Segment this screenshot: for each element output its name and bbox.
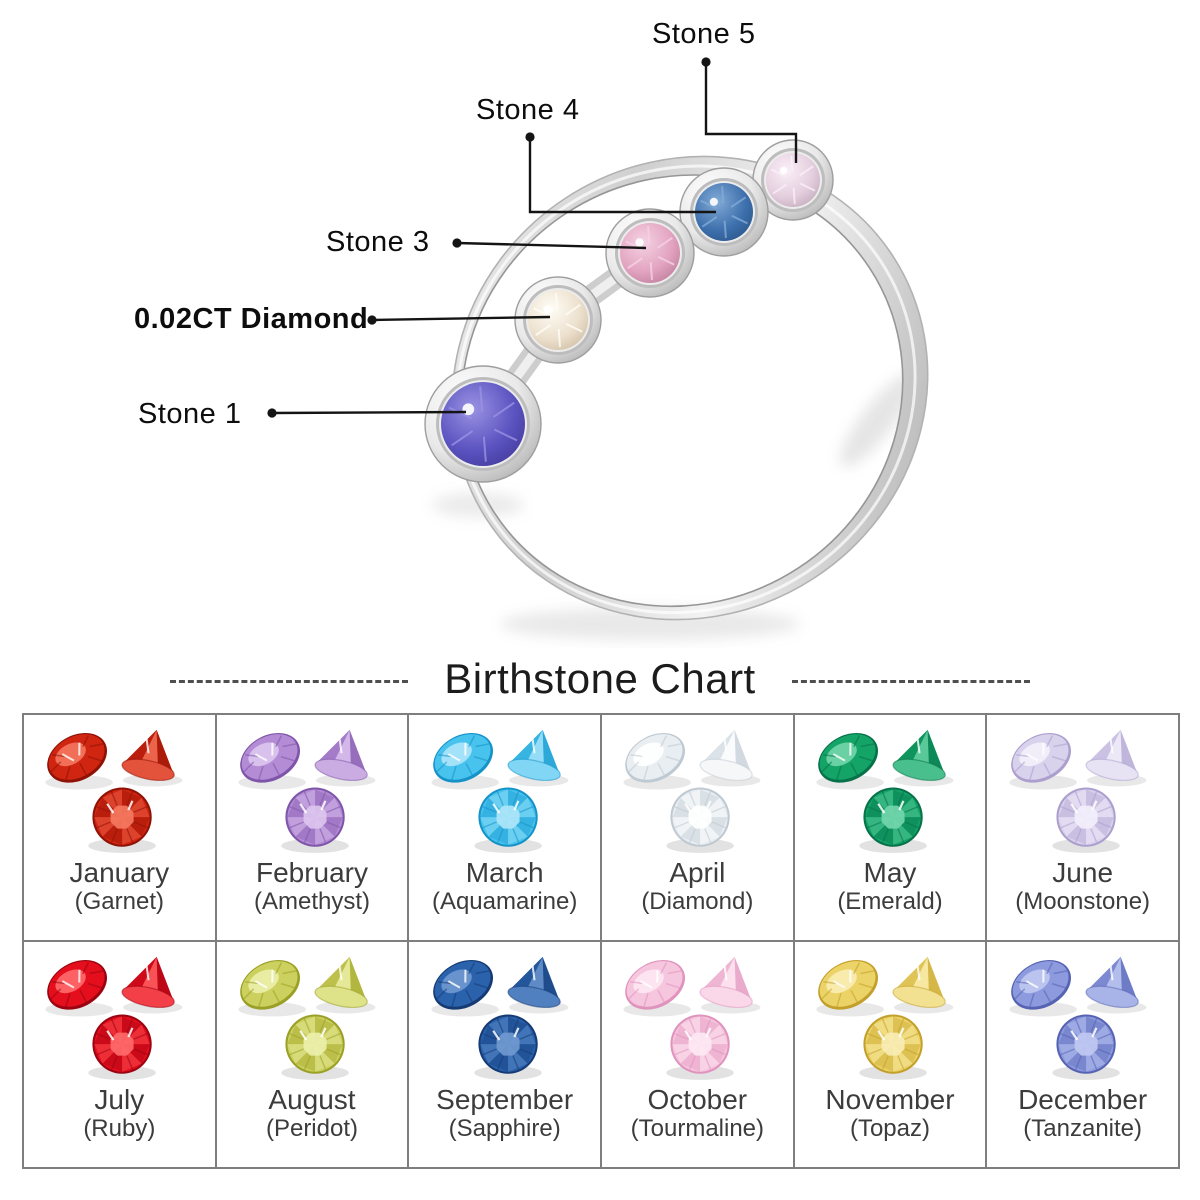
birthstone-cell-january: January (Garnet) — [24, 715, 217, 942]
gemstones-image — [602, 719, 793, 857]
gem-cluster — [1009, 729, 1147, 853]
month-label: November — [825, 1084, 955, 1115]
callout-label-diamond: 0.02CT Diamond — [134, 303, 369, 335]
gemstones-image — [24, 719, 215, 857]
stone-name-label: (Emerald) — [837, 888, 943, 915]
stone-name-label: (Ruby) — [83, 1115, 156, 1142]
callout-label-stone-1: Stone 1 — [138, 398, 242, 430]
month-label: February — [255, 857, 369, 888]
month-label: May — [863, 857, 917, 888]
gem-cluster — [431, 956, 569, 1080]
month-label: September — [436, 1084, 574, 1115]
left-dashed-divider — [170, 679, 409, 683]
month-label: August — [268, 1084, 356, 1115]
chart-title: Birthstone Chart — [444, 655, 756, 702]
stone-name-label: (Tanzanite) — [1023, 1115, 1143, 1142]
stone-name-label: (Moonstone) — [1015, 888, 1151, 915]
gem-cluster — [45, 956, 183, 1080]
ring-stone-stone1 — [424, 365, 542, 483]
birthstone-cell-november: November (Topaz) — [794, 942, 988, 1169]
gem-cluster — [816, 729, 954, 853]
gem-cluster — [623, 956, 761, 1080]
gemstones-image — [987, 719, 1178, 857]
stone-name-label: (Diamond) — [641, 888, 754, 915]
birthstone-cell-december: December (Tanzanite) — [987, 942, 1180, 1169]
birthstone-table: January (Garnet) February (Amethyst) Mar… — [22, 713, 1180, 1169]
gemstones-image — [795, 946, 986, 1084]
gemstones-image — [409, 946, 600, 1084]
birthstone-cell-july: July (Ruby) — [24, 942, 217, 1169]
gem-cluster — [431, 729, 569, 853]
month-label: January — [69, 857, 170, 888]
birthstone-cell-may: May (Emerald) — [794, 715, 988, 942]
birthstone-cell-april: April (Diamond) — [602, 715, 795, 942]
month-label: December — [1018, 1084, 1148, 1115]
birthstone-cell-february: February (Amethyst) — [216, 715, 410, 942]
gemstones-image — [602, 946, 793, 1084]
ring-annotation-diagram: Stone 5 Stone 4 Stone 3 0.02CT Diamond S… — [134, 18, 929, 640]
ring-stone-stone4 — [679, 167, 769, 257]
ring-shadow — [432, 373, 916, 640]
callout-line-stone-5 — [701, 57, 798, 163]
gemstones-image — [217, 719, 408, 857]
callout-label-stone-4: Stone 4 — [476, 94, 580, 126]
ring-stone-stone5 — [752, 139, 834, 221]
right-dashed-divider — [791, 679, 1030, 683]
callout-label-stone-3: Stone 3 — [326, 226, 430, 258]
gemstones-image — [795, 719, 986, 857]
callout-line-stone-4 — [525, 132, 716, 214]
month-label: March — [465, 857, 544, 888]
month-label: July — [94, 1084, 145, 1115]
gem-cluster — [816, 956, 954, 1080]
gemstones-image — [987, 946, 1178, 1084]
gem-cluster — [45, 729, 183, 853]
gem-cluster — [238, 956, 376, 1080]
callout-label-stone-5: Stone 5 — [652, 18, 756, 50]
stone-name-label: (Sapphire) — [448, 1115, 561, 1142]
gem-cluster — [1009, 956, 1147, 1080]
ring-stone-stone3 — [605, 208, 695, 298]
gem-cluster — [238, 729, 376, 853]
gemstones-image — [217, 946, 408, 1084]
birthstone-cell-august: August (Peridot) — [216, 942, 410, 1169]
gemstones-image — [24, 946, 215, 1084]
stone-name-label: (Garnet) — [74, 888, 164, 915]
stone-name-label: (Amethyst) — [253, 888, 370, 915]
month-label: April — [669, 857, 726, 888]
ring-band — [451, 155, 929, 621]
ring-photo-illustration — [267, 57, 929, 640]
birthstone-cell-october: October (Tourmaline) — [602, 942, 795, 1169]
callout-line-stone-3 — [452, 238, 647, 250]
gemstones-image — [409, 719, 600, 857]
stone-name-label: (Peridot) — [265, 1115, 358, 1142]
birthstone-cell-september: September (Sapphire) — [409, 942, 602, 1169]
gem-cluster — [623, 729, 761, 853]
month-label: October — [647, 1084, 748, 1115]
birthstone-cell-march: March (Aquamarine) — [409, 715, 602, 942]
callout-line-stone-1 — [267, 408, 467, 418]
chart-header: Birthstone Chart — [0, 646, 1200, 712]
ring-stone-diamond — [514, 276, 602, 364]
birthstone-cell-june: June (Moonstone) — [987, 715, 1180, 942]
stone-name-label: (Tourmaline) — [630, 1115, 765, 1142]
stone-name-label: (Topaz) — [849, 1115, 930, 1142]
callout-line-diamond — [367, 315, 551, 325]
month-label: June — [1052, 857, 1114, 888]
stone-name-label: (Aquamarine) — [431, 888, 578, 915]
